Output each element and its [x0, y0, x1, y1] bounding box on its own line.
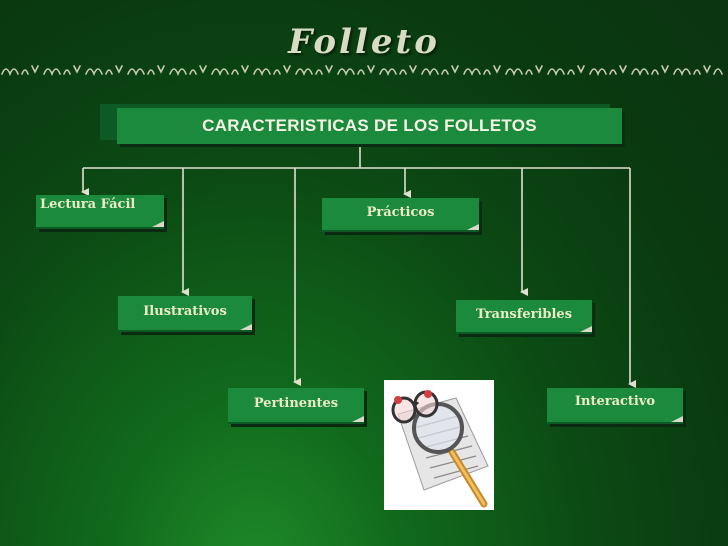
node-pertinentes: Pertinentes [228, 388, 364, 424]
node-ilustrativos: Ilustrativos [118, 296, 252, 332]
node-practicos: Prácticos [322, 198, 479, 232]
diagram-header: CARACTERISTICAS DE LOS FOLLETOS [117, 108, 622, 144]
node-label: Transferibles [456, 307, 592, 322]
node-label: Prácticos [322, 205, 479, 220]
glasses-document-picture [384, 380, 494, 510]
corner-fold [580, 326, 592, 332]
node-label: Interactivo [547, 394, 683, 409]
corner-fold [671, 416, 683, 422]
corner-fold [152, 221, 164, 227]
node-label: Lectura Fácil [40, 197, 164, 212]
corner-fold [467, 224, 479, 230]
corner-fold [240, 324, 252, 330]
node-lectura-facil: Lectura Fácil [36, 195, 164, 229]
node-label: Pertinentes [228, 396, 364, 411]
corner-fold [352, 416, 364, 422]
node-interactivo: Interactivo [547, 388, 683, 424]
node-label: Ilustrativos [118, 304, 252, 319]
node-transferibles: Transferibles [456, 300, 592, 334]
